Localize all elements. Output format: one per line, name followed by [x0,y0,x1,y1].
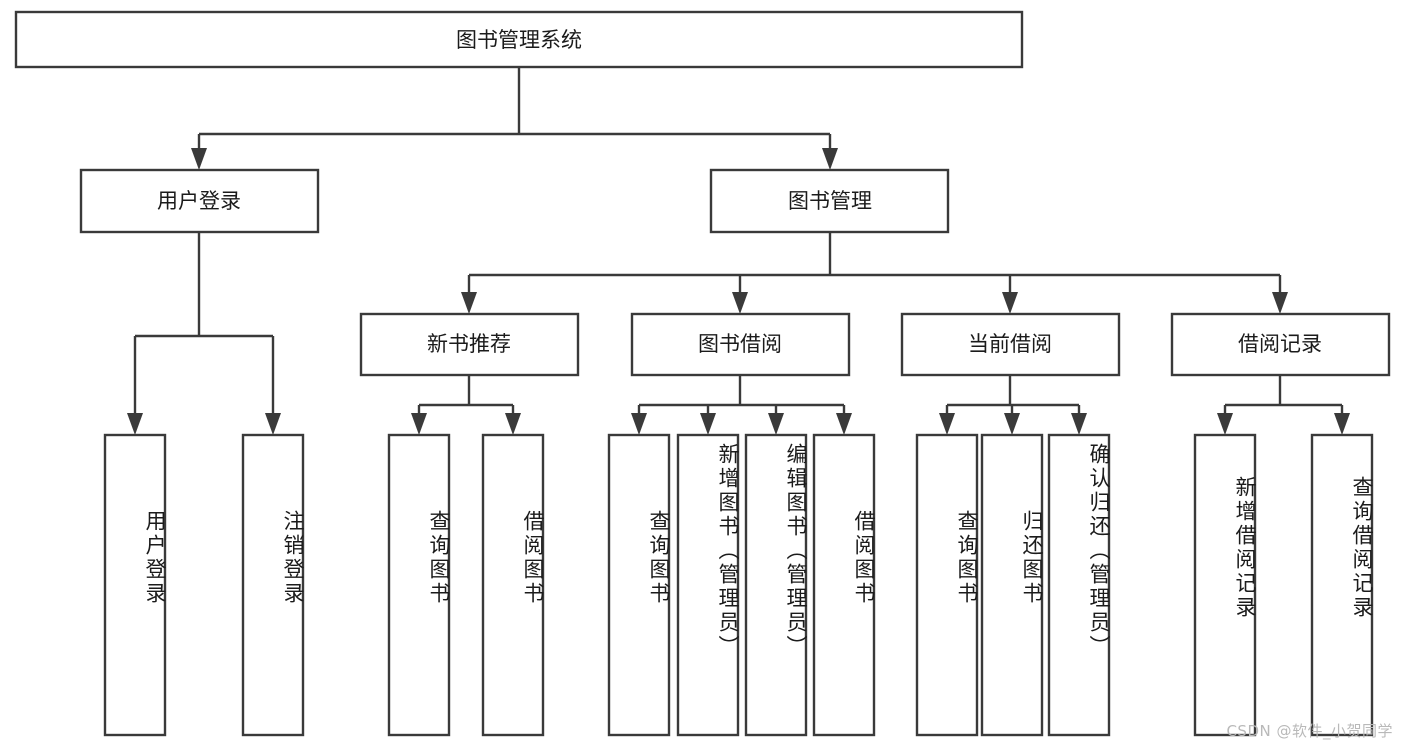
leaf-box-book-borrow-2[interactable] [744,433,808,737]
node-book-borrow-label: 图书借阅 [698,332,782,356]
node-root[interactable]: 图书管理系统 [14,10,1024,69]
leaf-box-current-borrow-0[interactable] [915,433,979,737]
connector-borrowrecord-to-leaves [1217,375,1350,435]
leaf-box-book-borrow-1[interactable] [676,433,740,737]
node-book-borrow[interactable]: 图书借阅 [630,312,851,377]
node-book-management[interactable]: 图书管理 [709,168,950,234]
node-root-label: 图书管理系统 [456,28,582,52]
node-user-login[interactable]: 用户登录 [79,168,320,234]
connector-root-to-level2 [191,67,838,170]
connector-bookborrow-to-leaves [631,375,852,435]
connector-currentborrow-to-leaves [939,375,1087,435]
node-current-borrow-label: 当前借阅 [968,332,1052,356]
leaf-box-new-book-1[interactable] [481,433,545,737]
connector-bookmgmt-to-level3 [461,232,1288,314]
csdn-watermark: CSDN @软件_小贺同学 [1226,722,1393,740]
leaf-box-new-book-0[interactable] [387,433,451,737]
connector-newbook-to-leaves [411,375,521,435]
leaf-box-user-login-0[interactable] [103,433,167,737]
node-borrow-record-label: 借阅记录 [1238,332,1322,356]
node-current-borrow[interactable]: 当前借阅 [900,312,1121,377]
connector-userlogin-to-leaves [127,232,281,435]
leaf-box-current-borrow-2[interactable] [1047,433,1111,737]
node-user-login-label: 用户登录 [157,189,241,213]
leaf-box-book-borrow-0[interactable] [607,433,671,737]
node-new-book-recommend[interactable]: 新书推荐 [359,312,580,377]
node-borrow-record[interactable]: 借阅记录 [1170,312,1391,377]
leaf-box-borrow-record-1[interactable] [1310,433,1374,737]
leaf-box-borrow-record-0[interactable] [1193,433,1257,737]
leaf-box-book-borrow-3[interactable] [812,433,876,737]
leaf-box-current-borrow-1[interactable] [980,433,1044,737]
leaf-box-user-login-1[interactable] [241,433,305,737]
node-book-management-label: 图书管理 [788,189,872,213]
node-new-book-recommend-label: 新书推荐 [427,332,511,356]
